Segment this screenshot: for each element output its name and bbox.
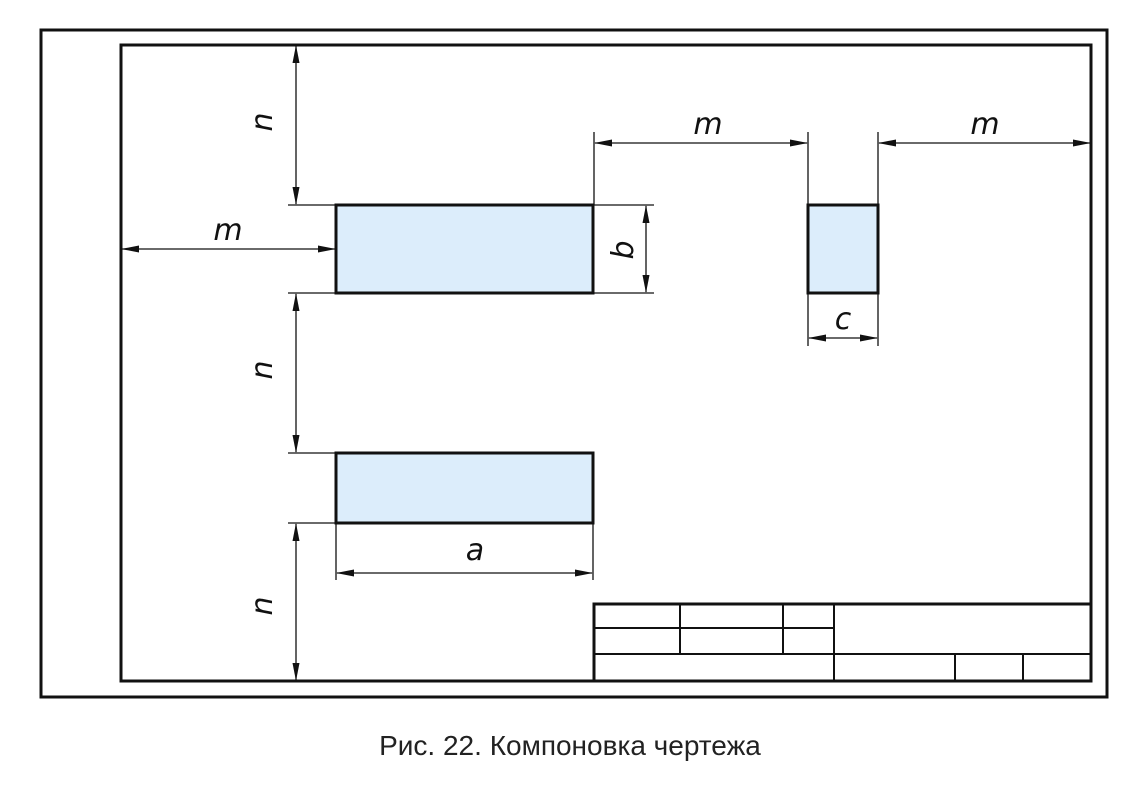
dim-label-n-top: n [245,112,280,131]
figure-caption: Рис. 22. Компоновка чертежа [379,730,761,761]
dim-label-b: b [606,240,641,259]
dim-label-m-right: m [970,107,999,142]
dim-label-c: c [835,302,852,337]
dimension-lines [121,45,1091,681]
side-view-rect [806,203,880,295]
dim-label-m-left: m [213,213,242,248]
dim-label-n-bottom: n [245,596,280,615]
title-block [592,602,1093,683]
outer-sheet-border [39,28,1109,699]
top-view-rect [334,451,595,525]
dim-label-n-middle: n [245,360,280,379]
dim-label-m-middle: m [693,107,722,142]
drawing-layout-diagram: n n n m m m b c a [39,28,1109,699]
dim-label-a: a [466,533,484,568]
main-view-rect [334,203,595,295]
